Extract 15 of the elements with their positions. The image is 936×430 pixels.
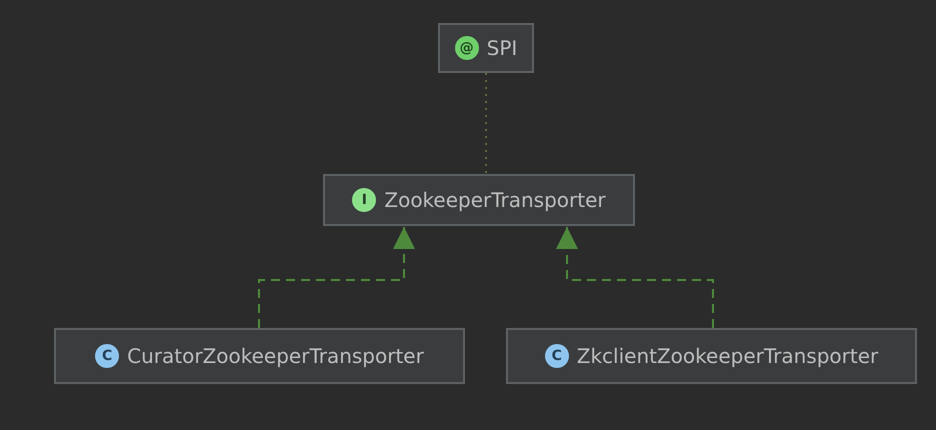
class-name: ZkclientZookeeperTransporter: [576, 344, 878, 368]
class-icon: C: [95, 344, 120, 368]
annotation-icon: @: [454, 36, 479, 60]
class-box: [323, 174, 635, 226]
class-icon: C: [544, 344, 569, 368]
realization-arrow: [258, 227, 415, 328]
class-box: [54, 328, 465, 384]
class-box: [506, 328, 917, 384]
dotted-connector: [485, 73, 487, 174]
class-name: SPI: [486, 36, 518, 60]
class-box: [438, 23, 534, 73]
realization-arrow: [556, 227, 714, 328]
class-name: ZookeeperTransporter: [384, 188, 606, 212]
class-name: CuratorZookeeperTransporter: [127, 344, 424, 368]
interface-icon: I: [352, 188, 376, 212]
